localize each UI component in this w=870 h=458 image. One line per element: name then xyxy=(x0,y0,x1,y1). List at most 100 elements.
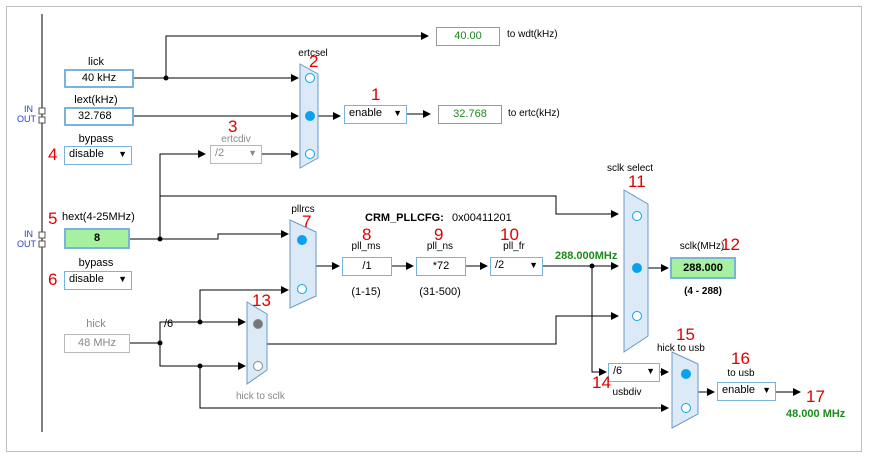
usbdiv-label: usbdiv xyxy=(612,387,642,398)
hext-input[interactable]: 8 xyxy=(64,228,130,249)
radio-on xyxy=(632,263,642,273)
pll-fr-label: pll_fr xyxy=(503,241,525,252)
wire-pll-usbdiv xyxy=(591,266,607,376)
marker-15: 15 xyxy=(676,325,695,344)
diagram-frame xyxy=(6,6,862,452)
marker-14: 14 xyxy=(592,373,611,392)
ertc-label: to ertc(kHz) xyxy=(508,108,560,119)
marker-7: 7 xyxy=(302,212,312,231)
chevron-down-icon: ▼ xyxy=(646,366,655,376)
pllrcs-mux xyxy=(289,219,317,309)
radio-off xyxy=(681,403,691,413)
bypass-bottom-select[interactable]: disable ▼ xyxy=(64,271,132,290)
sclk-select-label: sclk select xyxy=(606,163,654,174)
hext-label: hext(4-25MHz) xyxy=(62,211,135,223)
usbdiv-select[interactable]: /6 ▼ xyxy=(608,363,660,382)
usbdiv-value: /6 xyxy=(613,365,623,377)
marker-8: 8 xyxy=(362,225,372,244)
io-in-label: IN xyxy=(24,229,33,239)
marker-4: 4 xyxy=(48,145,58,164)
chevron-down-icon: ▼ xyxy=(393,108,402,118)
to-usb-label: to usb xyxy=(727,368,755,379)
sclk-output: 288.000 xyxy=(670,257,736,279)
ertc-output: 32.768 xyxy=(438,105,502,124)
marker-13: 13 xyxy=(252,291,271,310)
pll-ns-range: (31-500) xyxy=(419,286,461,298)
ertc-enable-value: enable xyxy=(349,107,383,119)
pin-in xyxy=(38,231,46,239)
radio-off xyxy=(305,149,315,159)
pin-in xyxy=(38,107,46,115)
pll-ns-input[interactable]: *72 xyxy=(416,257,466,276)
ertcdiv-value: /2 xyxy=(215,147,225,159)
usb-enable-select[interactable]: enable ▼ xyxy=(717,382,776,401)
lick-value: 40 kHz xyxy=(64,69,134,88)
radio-off xyxy=(305,73,315,83)
pllrcs-label: pllrcs xyxy=(291,204,315,215)
wire-hext-sclkselect xyxy=(160,195,619,218)
usb-enable-value: enable xyxy=(722,384,756,396)
pll-ms-input[interactable]: /1 xyxy=(342,257,392,276)
ertcdiv-select[interactable]: /2 ▼ xyxy=(210,145,262,164)
bypass-bottom-label: bypass xyxy=(78,257,114,269)
pll-output-freq: 288.000MHz xyxy=(555,250,618,262)
marker-17: 17 xyxy=(806,387,825,406)
wire-hick-muxb xyxy=(159,343,246,370)
wdt-output: 40.00 xyxy=(436,27,500,46)
wire-div6-pllrcs xyxy=(199,286,289,322)
io-out-label: OUT xyxy=(17,239,36,249)
pllcfg-value: 0x00411201 xyxy=(452,212,512,224)
marker-1: 1 xyxy=(371,85,381,104)
bypass-bottom-value: disable xyxy=(69,273,104,285)
sclk-label: sclk(MHz) xyxy=(679,241,725,252)
marker-12: 12 xyxy=(721,235,740,254)
radio-off xyxy=(297,284,307,294)
chevron-down-icon: ▼ xyxy=(118,149,127,159)
wire-hick-usbmux xyxy=(199,366,669,412)
radio-disabled-off xyxy=(253,361,263,371)
ertc-enable-select[interactable]: enable ▼ xyxy=(344,105,407,124)
chevron-down-icon: ▼ xyxy=(762,385,771,395)
hick-to-sclk-mux xyxy=(246,301,268,385)
lext-label: lext(kHz) xyxy=(74,94,118,106)
radio-disabled-on xyxy=(253,319,263,329)
bypass-top-select[interactable]: disable ▼ xyxy=(64,146,132,165)
pll-fr-select[interactable]: /2 ▼ xyxy=(490,257,543,276)
radio-on xyxy=(305,111,315,121)
lext-input[interactable]: 32.768 xyxy=(64,107,134,126)
bypass-top-label: bypass xyxy=(78,133,114,145)
pll-ms-range: (1-15) xyxy=(351,286,381,298)
junction-dot xyxy=(589,263,595,269)
wire-hick-muxa xyxy=(130,318,246,344)
hick-to-sclk-label: hick to sclk xyxy=(236,391,285,402)
marker-5: 5 xyxy=(48,209,58,228)
radio-off xyxy=(632,211,642,221)
hick-label: hick xyxy=(86,318,106,330)
pll-ns-label: pll_ns xyxy=(426,241,454,252)
marker-10: 10 xyxy=(500,225,519,244)
radio-on xyxy=(297,235,307,245)
wire-hext-pllrcs xyxy=(130,230,289,240)
lick-label: lick xyxy=(88,56,104,68)
hick-div-label: /6 xyxy=(164,318,174,330)
hick-to-usb-label: hick to usb xyxy=(657,343,705,354)
sclk-range: (4 - 288) xyxy=(684,286,722,297)
junction-dot xyxy=(197,319,203,325)
marker-6: 6 xyxy=(48,270,58,289)
wire-hext-ertcdiv xyxy=(159,150,206,238)
radio-off xyxy=(632,311,642,321)
junction-dot xyxy=(157,236,163,242)
ertcdiv-label: ertcdiv xyxy=(221,134,251,145)
bypass-top-value: disable xyxy=(69,148,104,160)
marker-11: 11 xyxy=(628,172,646,191)
marker-3: 3 xyxy=(228,117,238,136)
junction-dot xyxy=(157,340,163,346)
junction-dot xyxy=(163,75,169,81)
usb-output-freq: 48.000 MHz xyxy=(786,408,846,420)
pll-ms-label: pll_ms xyxy=(351,241,381,252)
wire-lick-wdt xyxy=(134,32,429,79)
junction-dot xyxy=(197,363,203,369)
pin-out xyxy=(38,116,46,124)
